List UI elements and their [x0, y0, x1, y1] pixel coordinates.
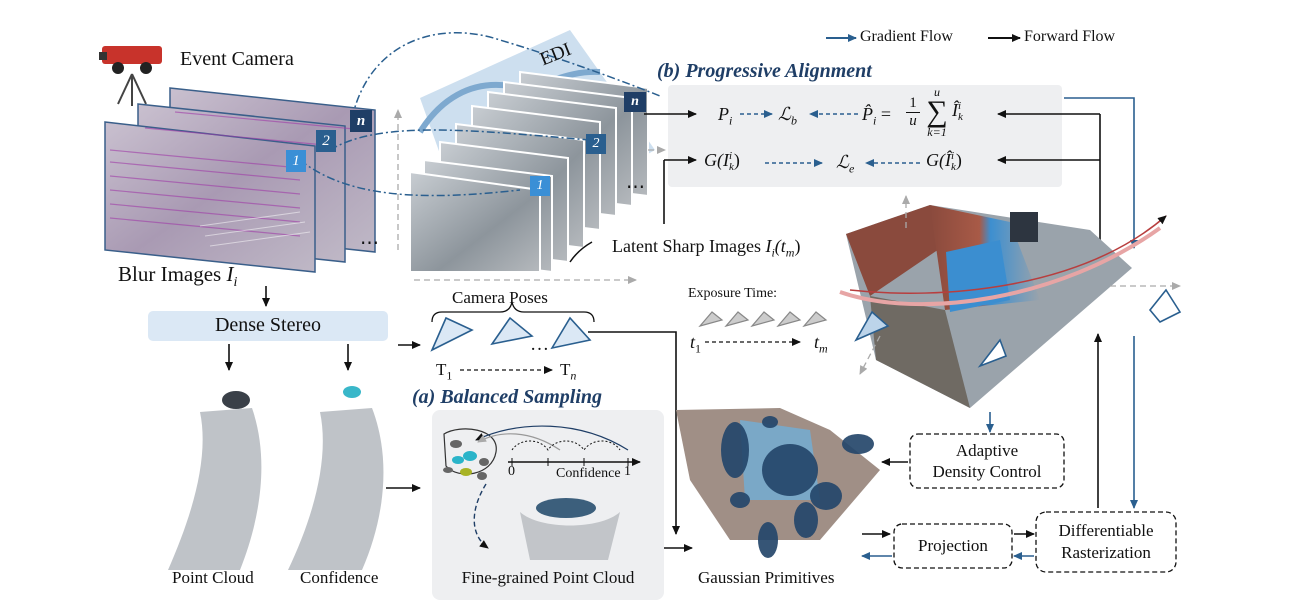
event-camera-icon [99, 46, 162, 106]
fine-grained-label: Fine-grained Point Cloud [461, 568, 635, 587]
projection-label: Projection [918, 536, 988, 555]
loss-b-term: ℒb [778, 104, 797, 128]
rasterization-box [1035, 511, 1177, 573]
camera-frustum-icons [430, 288, 1182, 368]
camera-poses-label: Camera Poses [452, 288, 548, 307]
blur-frame-label-n: n [350, 110, 372, 132]
event-camera-label: Event Camera [180, 48, 294, 70]
dashdot-curve-2 [329, 129, 591, 151]
axis-end-label: 1 [624, 464, 631, 479]
frac-term: 1 u [906, 95, 920, 130]
dense-stereo-label: Dense Stereo [214, 314, 322, 336]
exposure-t1: t1 [690, 332, 702, 356]
point-cloud-shape [168, 391, 262, 570]
axis-confidence-label: Confidence [556, 466, 621, 481]
point-cloud-label: Point Cloud [172, 568, 254, 587]
edi-frame-label-1: 1 [530, 176, 550, 196]
sharp-image-stack [409, 70, 649, 274]
edi-frame-label-n: n [624, 92, 646, 112]
adaptive-density-box [909, 433, 1065, 489]
projection-box [893, 523, 1013, 569]
edi-ellipsis: ⋯ [626, 177, 645, 198]
confidence-label: Confidence [300, 568, 379, 587]
tn-label: Tn [560, 360, 577, 383]
gaussian-building [676, 408, 880, 558]
balanced-sampling-title: (a) Balanced Sampling [412, 386, 603, 408]
loss-e-term: ℒe [836, 152, 855, 176]
blur-ellipsis: ⋯ [360, 233, 379, 254]
progressive-alignment-title: (b) Progressive Alignment [657, 60, 872, 82]
edi-frame-label-2: 2 [586, 134, 606, 154]
blur-frame-label-2: 2 [316, 130, 336, 152]
blur-image-stack [104, 87, 376, 273]
exposure-time-label: Exposure Time: [688, 286, 778, 301]
blur-frame-label-1: 1 [286, 150, 306, 172]
camera-poses-ellipsis: … [530, 334, 549, 355]
legend-forward-label: Forward Flow [1024, 28, 1116, 45]
p-i-term: Pi [718, 104, 733, 128]
fine-grained-cloud-shape [520, 498, 620, 560]
legend-gradient-label: Gradient Flow [860, 28, 953, 45]
dense-stereo-box [148, 311, 388, 341]
t1-label: T1 [436, 360, 453, 383]
rendered-building [839, 195, 1181, 408]
confidence-cloud-shape [288, 386, 384, 570]
sum-term: u ∑ k=1 [926, 85, 948, 139]
axis-start-label: 0 [508, 464, 515, 479]
exposure-tm: tm [814, 332, 828, 356]
latent-sharp-label: Latent Sharp Images Ii(tm) [612, 236, 801, 260]
dashdot-curve-1 [299, 159, 521, 197]
blur-images-label: Blur Images Ii [118, 262, 238, 291]
phat-i-term: P̂i = [862, 104, 891, 128]
sampling-cluster [443, 428, 497, 480]
gaussian-primitives-label: Gaussian Primitives [698, 568, 835, 587]
exposure-frustum-icons [698, 311, 828, 328]
